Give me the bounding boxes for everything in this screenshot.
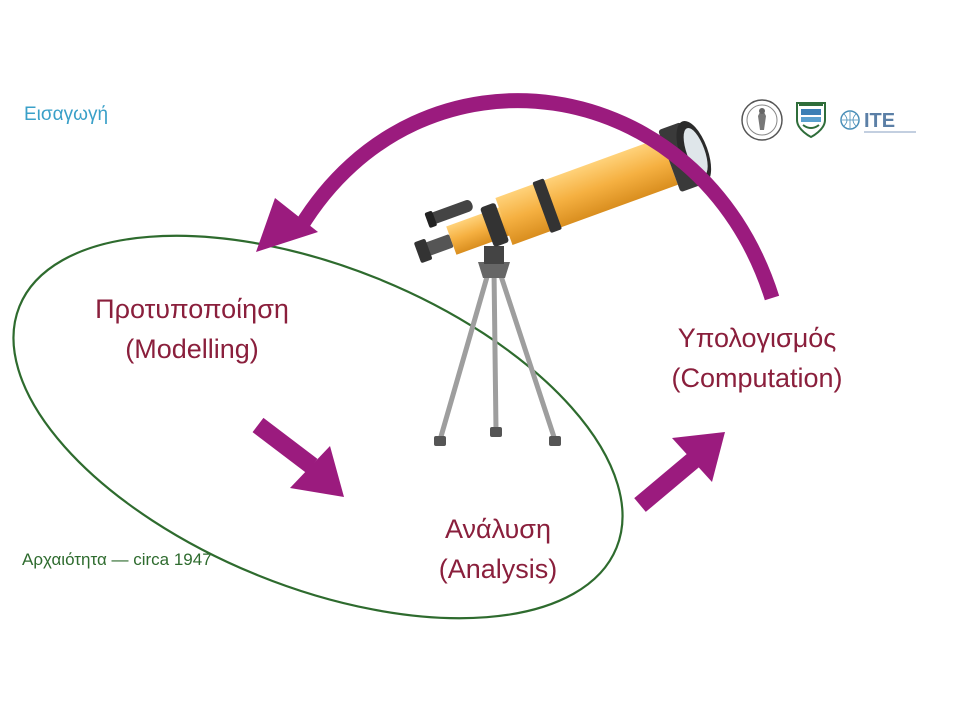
era-label: Αρχαιότητα — circa 1947	[22, 550, 212, 569]
stage-analysis-english: (Analysis)	[438, 554, 558, 584]
arrow-modelling-to-analysis	[252, 417, 344, 497]
stage-computation-greek: Υπολογισμός	[677, 323, 837, 353]
section-title: Εισαγωγή	[24, 104, 109, 125]
ite-logo-text: ITE	[864, 110, 895, 132]
ite-logo: ITE	[840, 110, 916, 133]
cycle-ellipse	[12, 234, 624, 620]
stage-computation: Υπολογισμός (Computation)	[617, 318, 897, 398]
logo-strip: ITE	[740, 98, 920, 142]
telescope-icon	[414, 120, 712, 263]
tripod-icon	[434, 246, 561, 446]
stage-modelling-english: (Modelling)	[125, 334, 259, 364]
feedback-arc-arrow	[293, 93, 780, 301]
feedback-arrowhead-icon	[256, 198, 318, 252]
arrow-analysis-to-computation	[634, 432, 725, 512]
stage-analysis: Ανάλυση (Analysis)	[358, 509, 638, 589]
telescope-illustration	[414, 120, 712, 446]
stage-analysis-greek: Ανάλυση	[445, 514, 551, 544]
stage-modelling-greek: Προτυποποίηση	[95, 294, 289, 324]
stage-modelling: Προτυποποίηση (Modelling)	[52, 289, 332, 369]
stage-computation-english: (Computation)	[671, 363, 843, 393]
university-seal-logo	[741, 99, 783, 141]
shield-crest-logo	[796, 102, 826, 139]
